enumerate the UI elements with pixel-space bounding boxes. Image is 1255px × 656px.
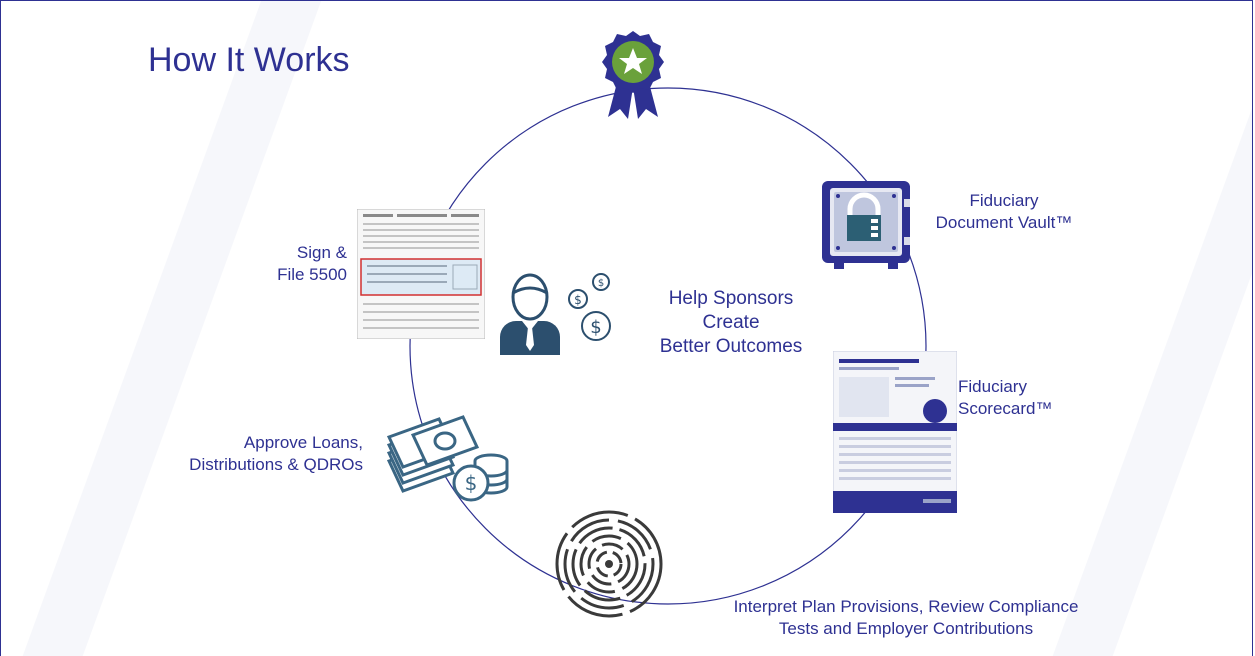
scorecard-document-icon [833, 351, 957, 513]
interpret-label: Interpret Plan Provisions, Review Compli… [701, 596, 1111, 640]
center-label: Help Sponsors Create Better Outcomes [631, 287, 831, 359]
scorecard-label-line1: Fiduciary [958, 377, 1027, 396]
sign-label-line1: Sign & [296, 243, 347, 262]
form-5500-document-icon [357, 209, 485, 339]
interpret-label-line1: Interpret Plan Provisions, Review Compli… [733, 597, 1079, 616]
cycle-circle [409, 87, 927, 605]
money-stack-icon: $ [386, 415, 509, 502]
loans-label: Approve Loans, Distributions & QDROs [173, 432, 363, 476]
svg-text:$: $ [590, 317, 601, 338]
vault-label-line1: Fiduciary [969, 191, 1039, 210]
safe-vault-icon [822, 181, 910, 269]
interpret-label-line2: Tests and Employer Contributions [778, 619, 1034, 638]
svg-text:$: $ [598, 278, 604, 289]
svg-text:$: $ [574, 293, 582, 307]
maze-icon [555, 510, 663, 618]
center-label-line2: Create [702, 312, 760, 333]
scorecard-label-line2: Scorecard™ [958, 399, 1053, 418]
dollar-coins-icon: $ $ $ [568, 273, 611, 341]
center-label-line3: Better Outcomes [659, 336, 803, 357]
center-label-line1: Help Sponsors [668, 288, 794, 309]
page-title: How It Works [148, 41, 350, 79]
vault-label: Fiduciary Document Vault™ [919, 190, 1089, 234]
loans-label-line2: Distributions & QDROs [189, 455, 363, 474]
svg-text:$: $ [465, 471, 478, 495]
vault-label-line2: Document Vault™ [935, 213, 1073, 232]
sign-label: Sign & File 5500 [251, 242, 347, 286]
scorecard-label: Fiduciary Scorecard™ [958, 376, 1068, 420]
loans-label-line1: Approve Loans, [243, 433, 363, 452]
award-ribbon-icon [602, 31, 664, 119]
advisor-person-icon [500, 273, 560, 355]
sign-label-line2: File 5500 [277, 265, 347, 284]
